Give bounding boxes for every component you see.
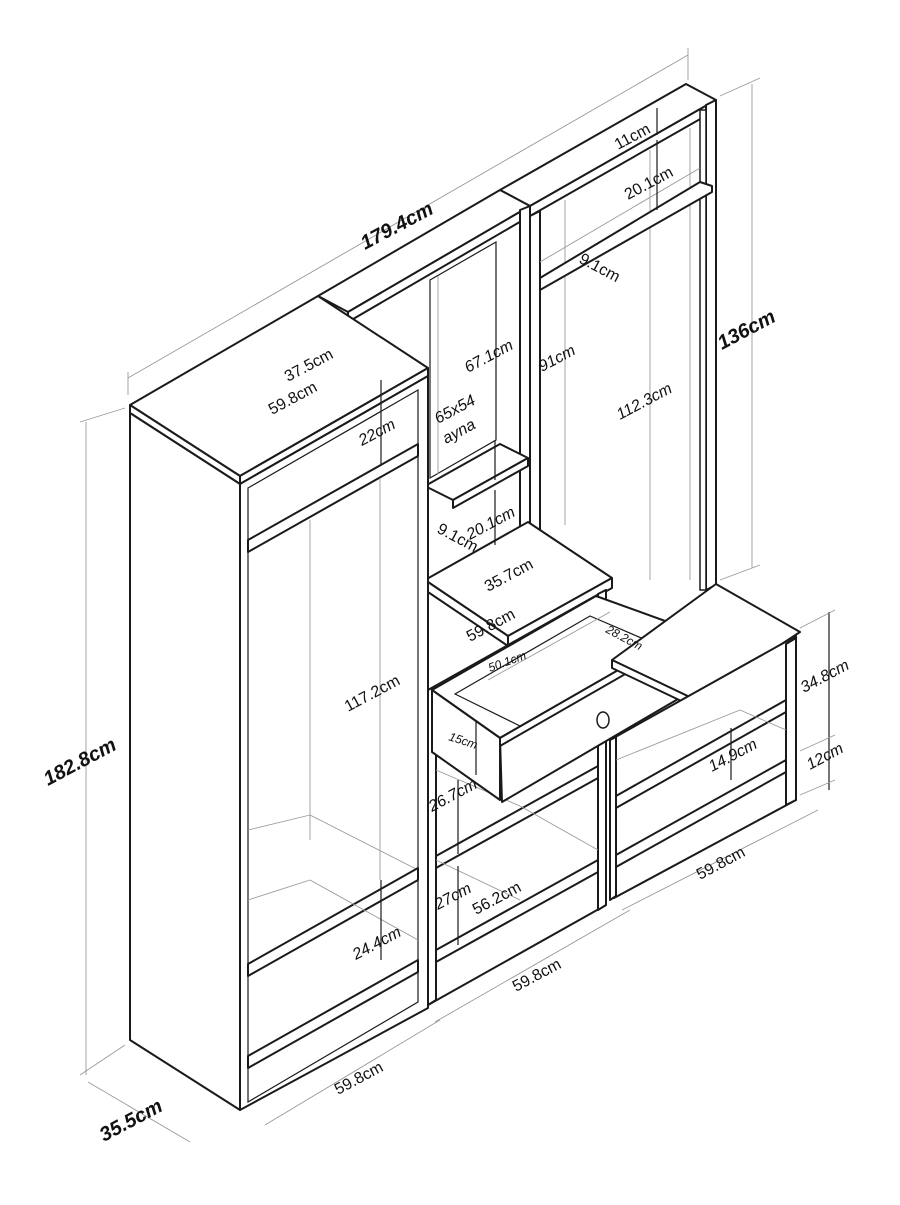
label-overall-height: 182.8cm (40, 734, 120, 790)
overall-width-dimension (127, 48, 689, 395)
label-depth: 35.5cm (96, 1095, 166, 1146)
label-mid-height: 136cm (714, 306, 779, 355)
label-right-panel-height: 91cm (536, 342, 579, 375)
label-left-base-width: 59.8cm (332, 1059, 386, 1099)
drawer-knob-icon (596, 711, 610, 729)
label-mirror-height: 67.1cm (462, 337, 516, 377)
label-bench-base-gap: 12cm (804, 740, 847, 773)
left-tower (129, 295, 429, 1111)
right-tower (499, 83, 717, 591)
bench (609, 583, 801, 901)
label-bench-height: 34.8cm (798, 657, 852, 697)
dimension-lines (79, 77, 836, 1143)
label-center-base-width: 59.8cm (510, 956, 564, 996)
label-right-hanging-height: 112.3cm (614, 380, 675, 423)
mirror-section (317, 189, 613, 647)
